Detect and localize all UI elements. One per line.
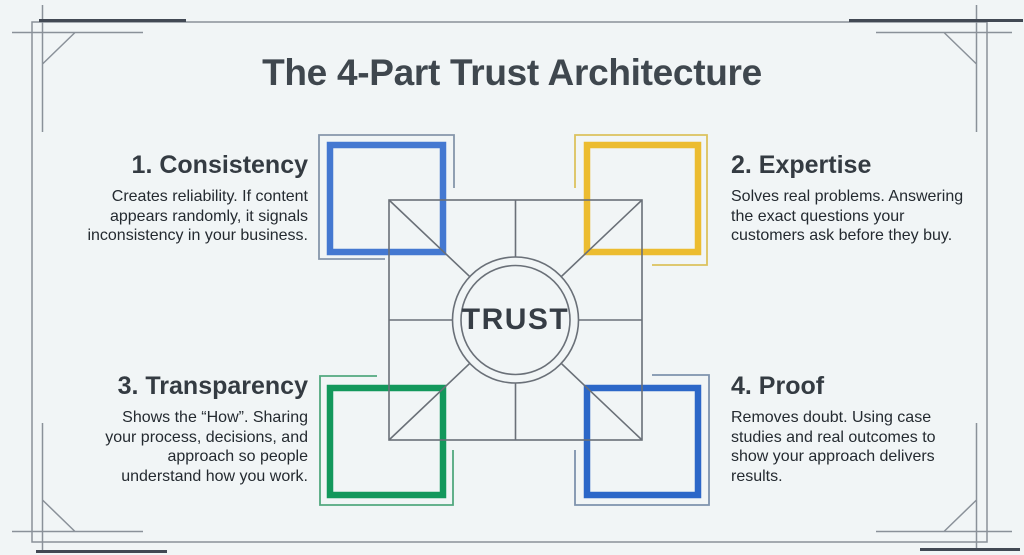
quadrant-text-line: results. (731, 467, 783, 485)
corner-bracket-bottom-right (876, 423, 1012, 550)
page-title: The 4-Part Trust Architecture (262, 52, 762, 93)
quadrant-text-line: show your approach delivers (731, 448, 935, 465)
corner-bracket-top-left (12, 5, 143, 132)
consistency-offset-frame (318, 134, 455, 260)
quadrant-text-line: your process, decisions, and (105, 428, 308, 446)
quadrant-text-line: customers ask before they buy. (731, 227, 953, 244)
corner-bracket-bottom-left (12, 423, 143, 550)
quadrant-text-line: the exact questions your (731, 207, 905, 225)
expertise-offset-frame (574, 134, 708, 266)
quadrant-text-line: understand how you work. (121, 467, 308, 485)
quadrant-heading: 4. Proof (731, 372, 825, 400)
transparency-square (326, 384, 447, 499)
trust-wheel-group (388, 199, 643, 441)
edge-accent-group (36, 19, 1023, 553)
quadrant-heading: 1. Consistency (131, 151, 308, 179)
proof-offset-frame (574, 374, 710, 506)
quadrant-proof: 4. Proof Removes doubt. Using case studi… (731, 372, 991, 486)
quadrant-text-line: Solves real problems. Answering (731, 188, 964, 205)
corner-bracket-top-right (876, 5, 1012, 132)
quadrant-text-line: approach so people (167, 448, 308, 465)
quadrant-text-line: Removes doubt. Using case (731, 409, 932, 426)
quadrant-consistency: 1. Consistency Creates reliability. If c… (28, 151, 308, 246)
main-border-rect (31, 21, 988, 543)
outer-frame-group (12, 5, 1012, 550)
quadrant-heading: 2. Expertise (731, 151, 872, 179)
quadrant-text-line: inconsistency in your business. (87, 227, 308, 244)
quadrant-text-line: Creates reliability. If content (111, 188, 308, 205)
quadrant-text-line: appears randomly, it signals (109, 207, 308, 225)
quadrant-text-line: Shows the “How”. Sharing (122, 409, 308, 426)
offset-frames-group (318, 134, 710, 506)
quadrant-heading: 3. Transparency (117, 372, 308, 400)
trust-outer-circle (451, 256, 580, 384)
quadrant-text-line: studies and real outcomes to (731, 428, 936, 446)
quadrant-expertise: 2. Expertise Solves real problems. Answe… (731, 151, 991, 246)
trust-inner-circle (460, 264, 571, 376)
transparency-offset-frame (319, 375, 454, 506)
trust-center-label: TRUST (461, 303, 570, 336)
consistency-square (326, 141, 447, 256)
quadrant-transparency: 3. Transparency Shows the “How”. Sharing… (18, 372, 308, 486)
